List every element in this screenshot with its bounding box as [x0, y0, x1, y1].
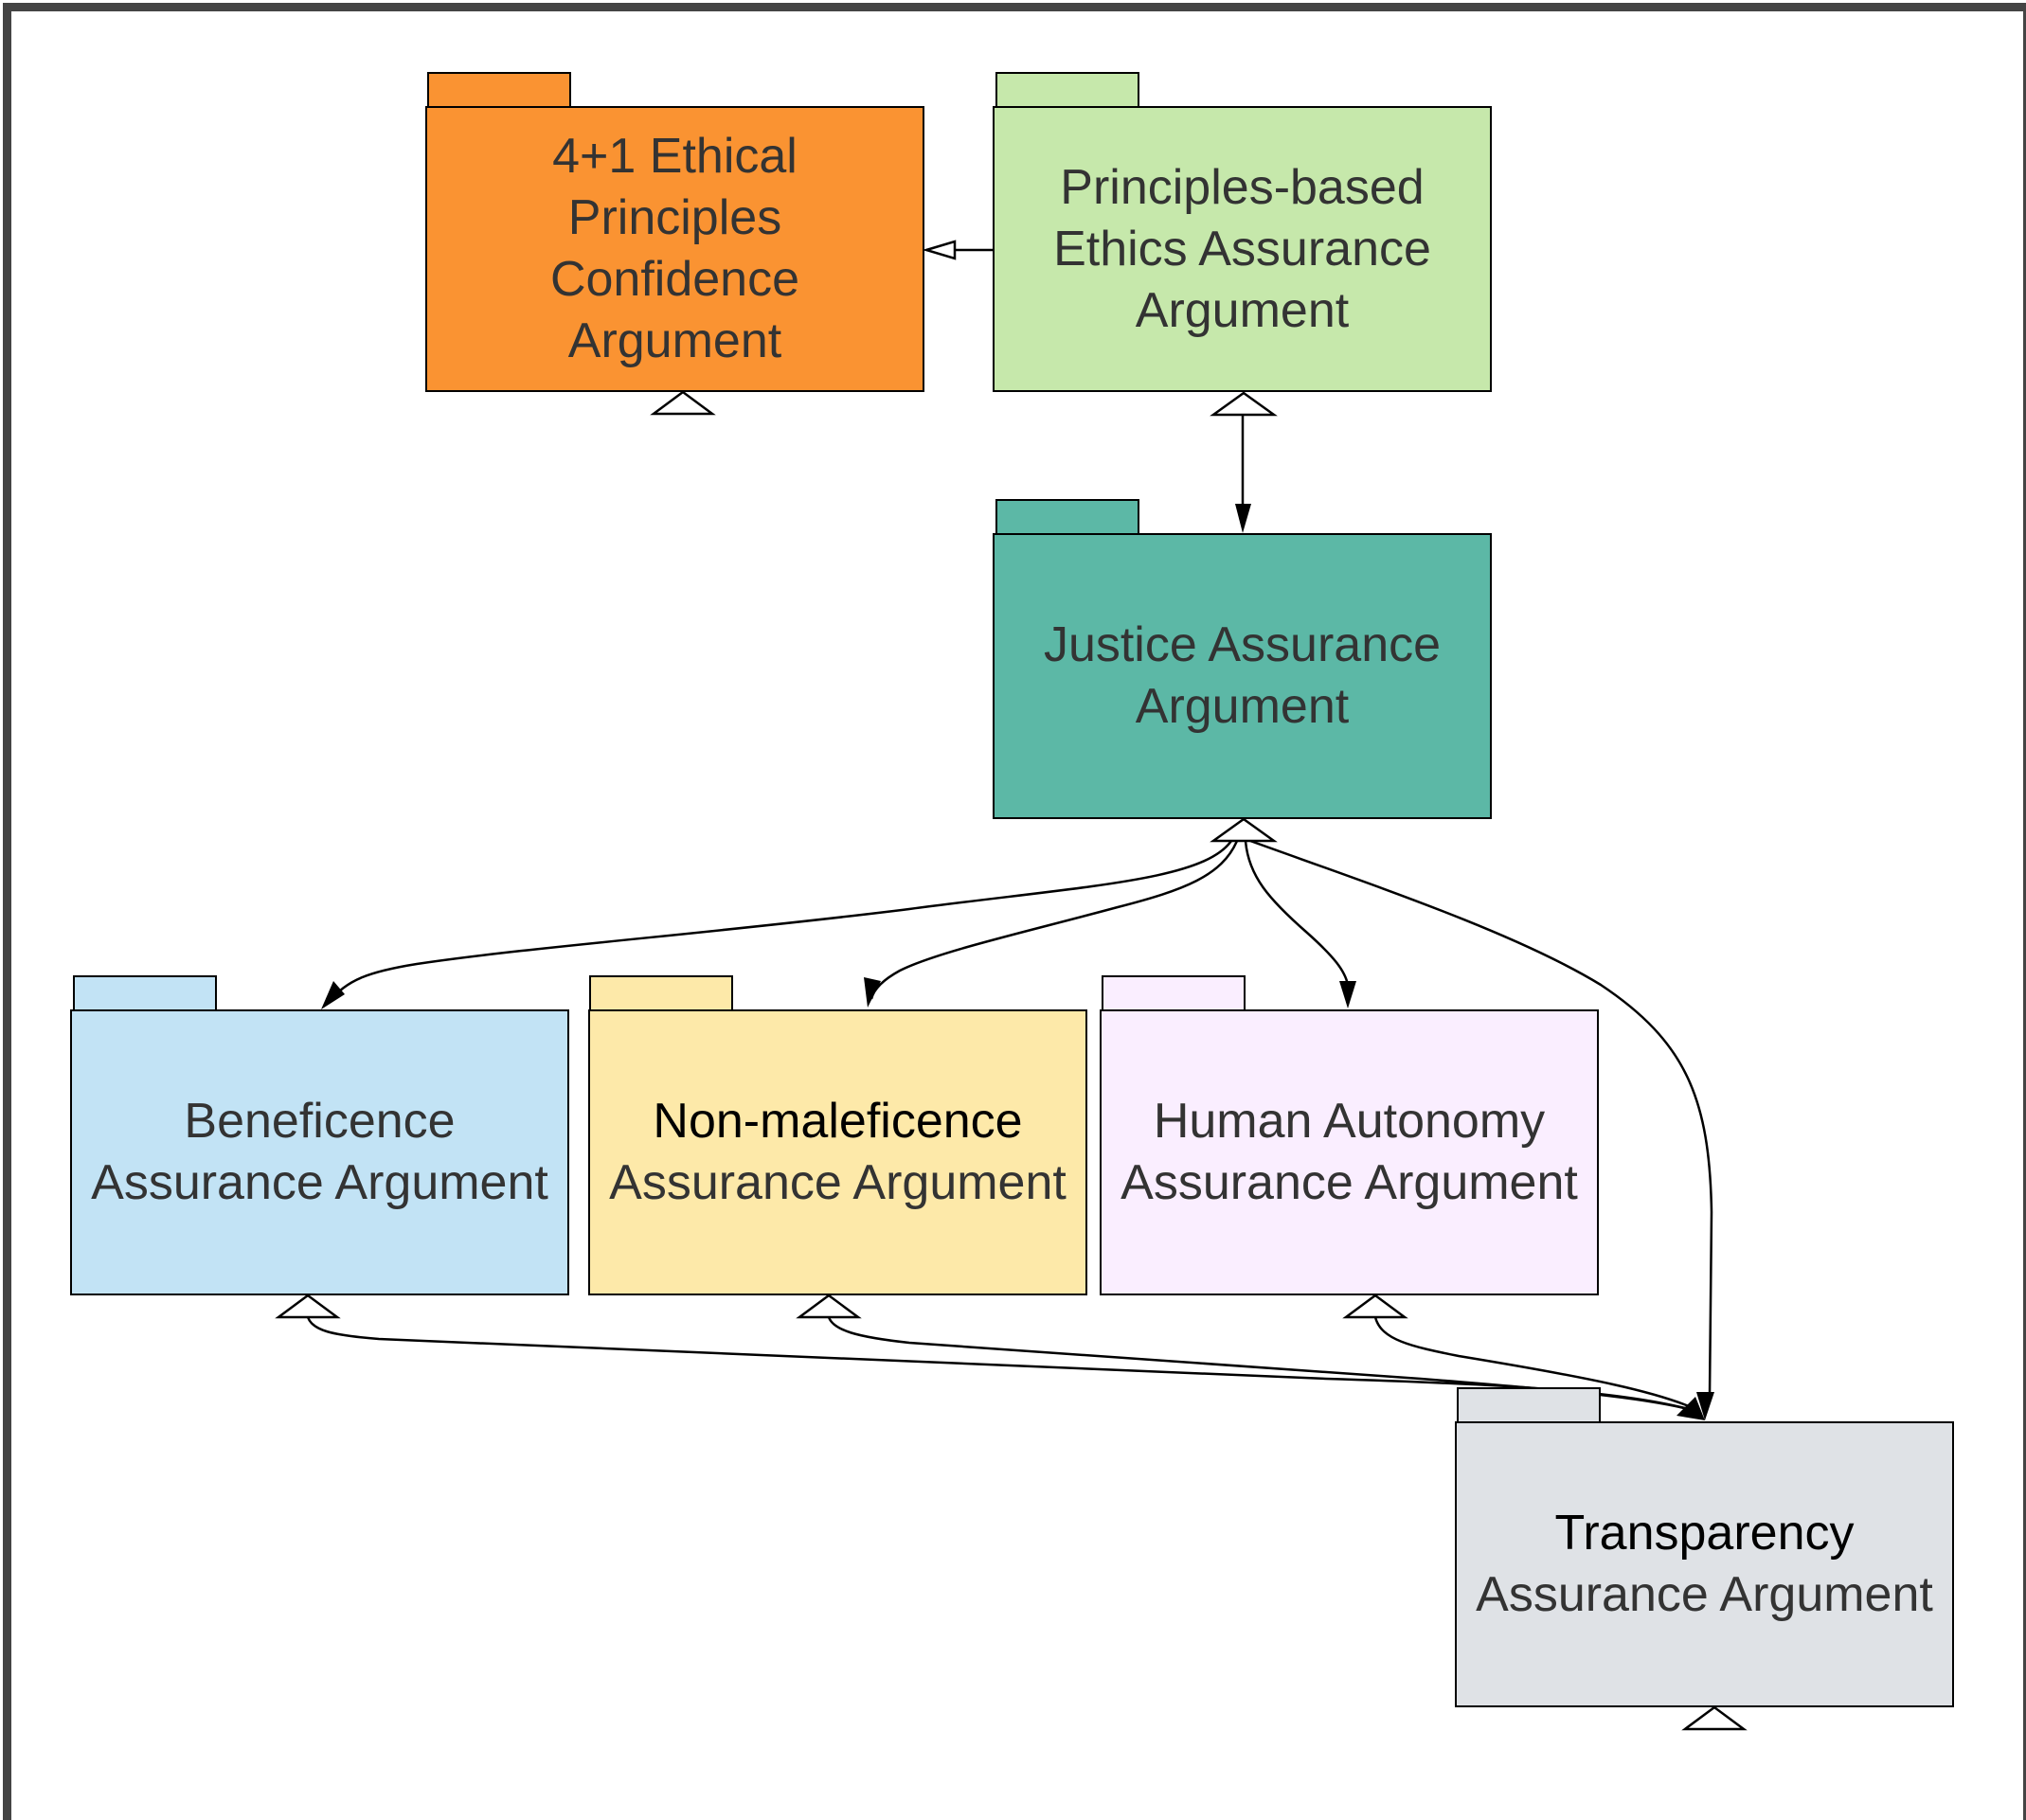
package-tab-justice: [995, 499, 1139, 535]
connector-justice-to-transparency[interactable]: [1249, 839, 1713, 1398]
connector-human-autonomy-to-transparency[interactable]: [1373, 1316, 1696, 1411]
package-label-line: Assurance Argument: [1476, 1567, 1933, 1622]
package-label-line: Beneficence: [184, 1094, 456, 1149]
package-label-line: Principles: [567, 190, 782, 245]
package-label-line: Assurance Argument: [91, 1155, 548, 1210]
connector-non-maleficence-to-transparency[interactable]: [827, 1316, 1696, 1413]
package-label-line: Argument: [1135, 282, 1350, 338]
package-label-line: Transparency: [1554, 1506, 1855, 1561]
package-label-line: Assurance Argument: [609, 1155, 1067, 1210]
package-tab-human-autonomy: [1102, 975, 1246, 1011]
diagram-frame: [3, 3, 2026, 1820]
package-tab-principles: [995, 72, 1139, 108]
package-label-line: Confidence: [549, 252, 800, 307]
package-label-line: Argument: [1135, 679, 1350, 734]
package-label-line: Ethics Assurance: [1053, 221, 1431, 277]
connector-justice-to-human-autonomy[interactable]: [1244, 840, 1350, 986]
connector-justice-to-non-maleficence[interactable]: [870, 840, 1239, 1000]
package-label-line: Human Autonomy: [1153, 1094, 1546, 1149]
package-label-line: Assurance Argument: [1121, 1155, 1578, 1210]
package-label-line: Argument: [567, 313, 782, 368]
package-tab-non-maleficence: [589, 975, 733, 1011]
package-label-line: 4+1 Ethical: [552, 129, 798, 184]
package-label-line: Principles-based: [1060, 159, 1425, 215]
package-label-line: Non-maleficence: [653, 1094, 1023, 1149]
package-tab-transparency: [1457, 1387, 1601, 1423]
package-tab-beneficence: [73, 975, 217, 1011]
package-tab-confidence: [427, 72, 571, 108]
package-label-line: Justice Assurance: [1043, 617, 1442, 672]
connector-justice-to-beneficence[interactable]: [328, 840, 1233, 1003]
